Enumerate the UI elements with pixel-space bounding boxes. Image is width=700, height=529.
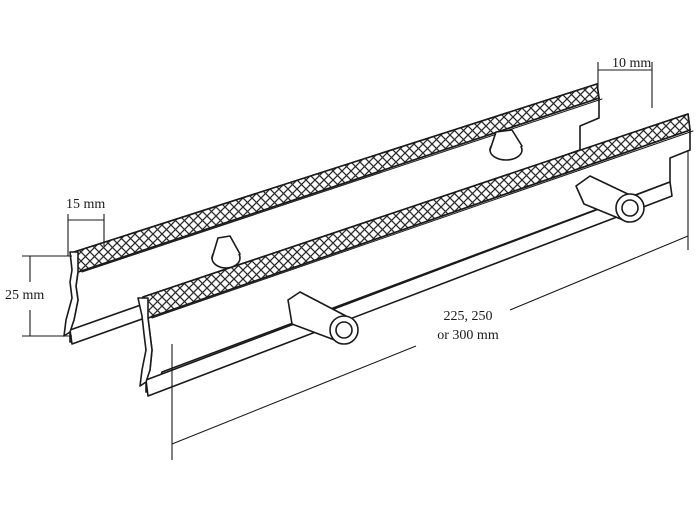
label-length-line1: 225, 250 — [443, 309, 493, 324]
label-height: 25 mm — [5, 288, 45, 303]
label-top-width: 10 mm — [612, 56, 652, 71]
front-spacer-tube-left — [287, 291, 359, 345]
front-bar-flange — [145, 181, 673, 397]
dim-length — [171, 150, 689, 460]
dim-edge-width — [67, 214, 105, 256]
label-edge-width: 15 mm — [66, 197, 106, 212]
back-bar-end-profile — [63, 251, 79, 337]
dimension-lines — [22, 62, 689, 460]
front-spacer-tube-right — [575, 175, 645, 223]
label-length-line2: or 300 mm — [437, 328, 499, 343]
dim-top-width — [597, 62, 653, 108]
front-bar-end-profile — [137, 297, 153, 387]
back-spacer-tube — [211, 129, 523, 269]
dim-height — [22, 255, 72, 337]
